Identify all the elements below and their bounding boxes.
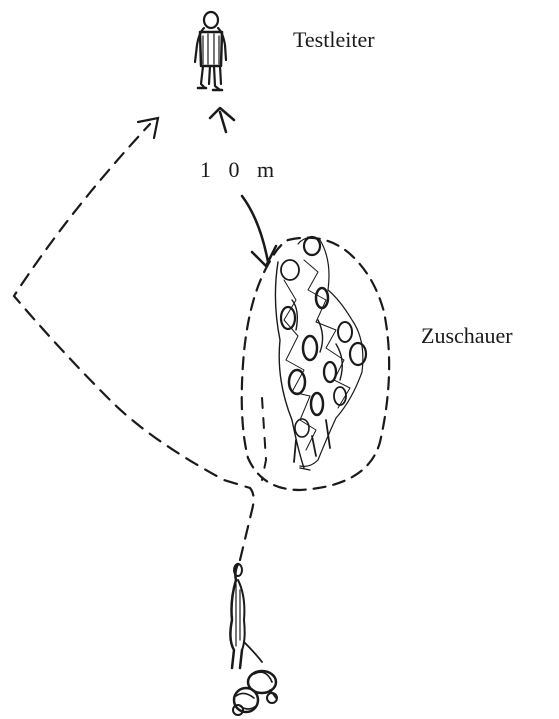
spectators-crowd <box>275 237 366 470</box>
distance-arrow-down <box>242 196 276 266</box>
walking-route-inner-segment <box>262 398 266 480</box>
distance-label: 1 0 m <box>200 159 280 181</box>
walking-route-path <box>14 124 254 560</box>
distance-arrow-up <box>210 108 234 132</box>
spectators-label: Zuschauer <box>421 325 513 347</box>
experimenter-label: Testleiter <box>293 29 375 51</box>
experimenter-figure <box>195 12 226 90</box>
walker-with-stroller <box>230 564 277 715</box>
walking-route-arrowhead <box>138 118 158 138</box>
